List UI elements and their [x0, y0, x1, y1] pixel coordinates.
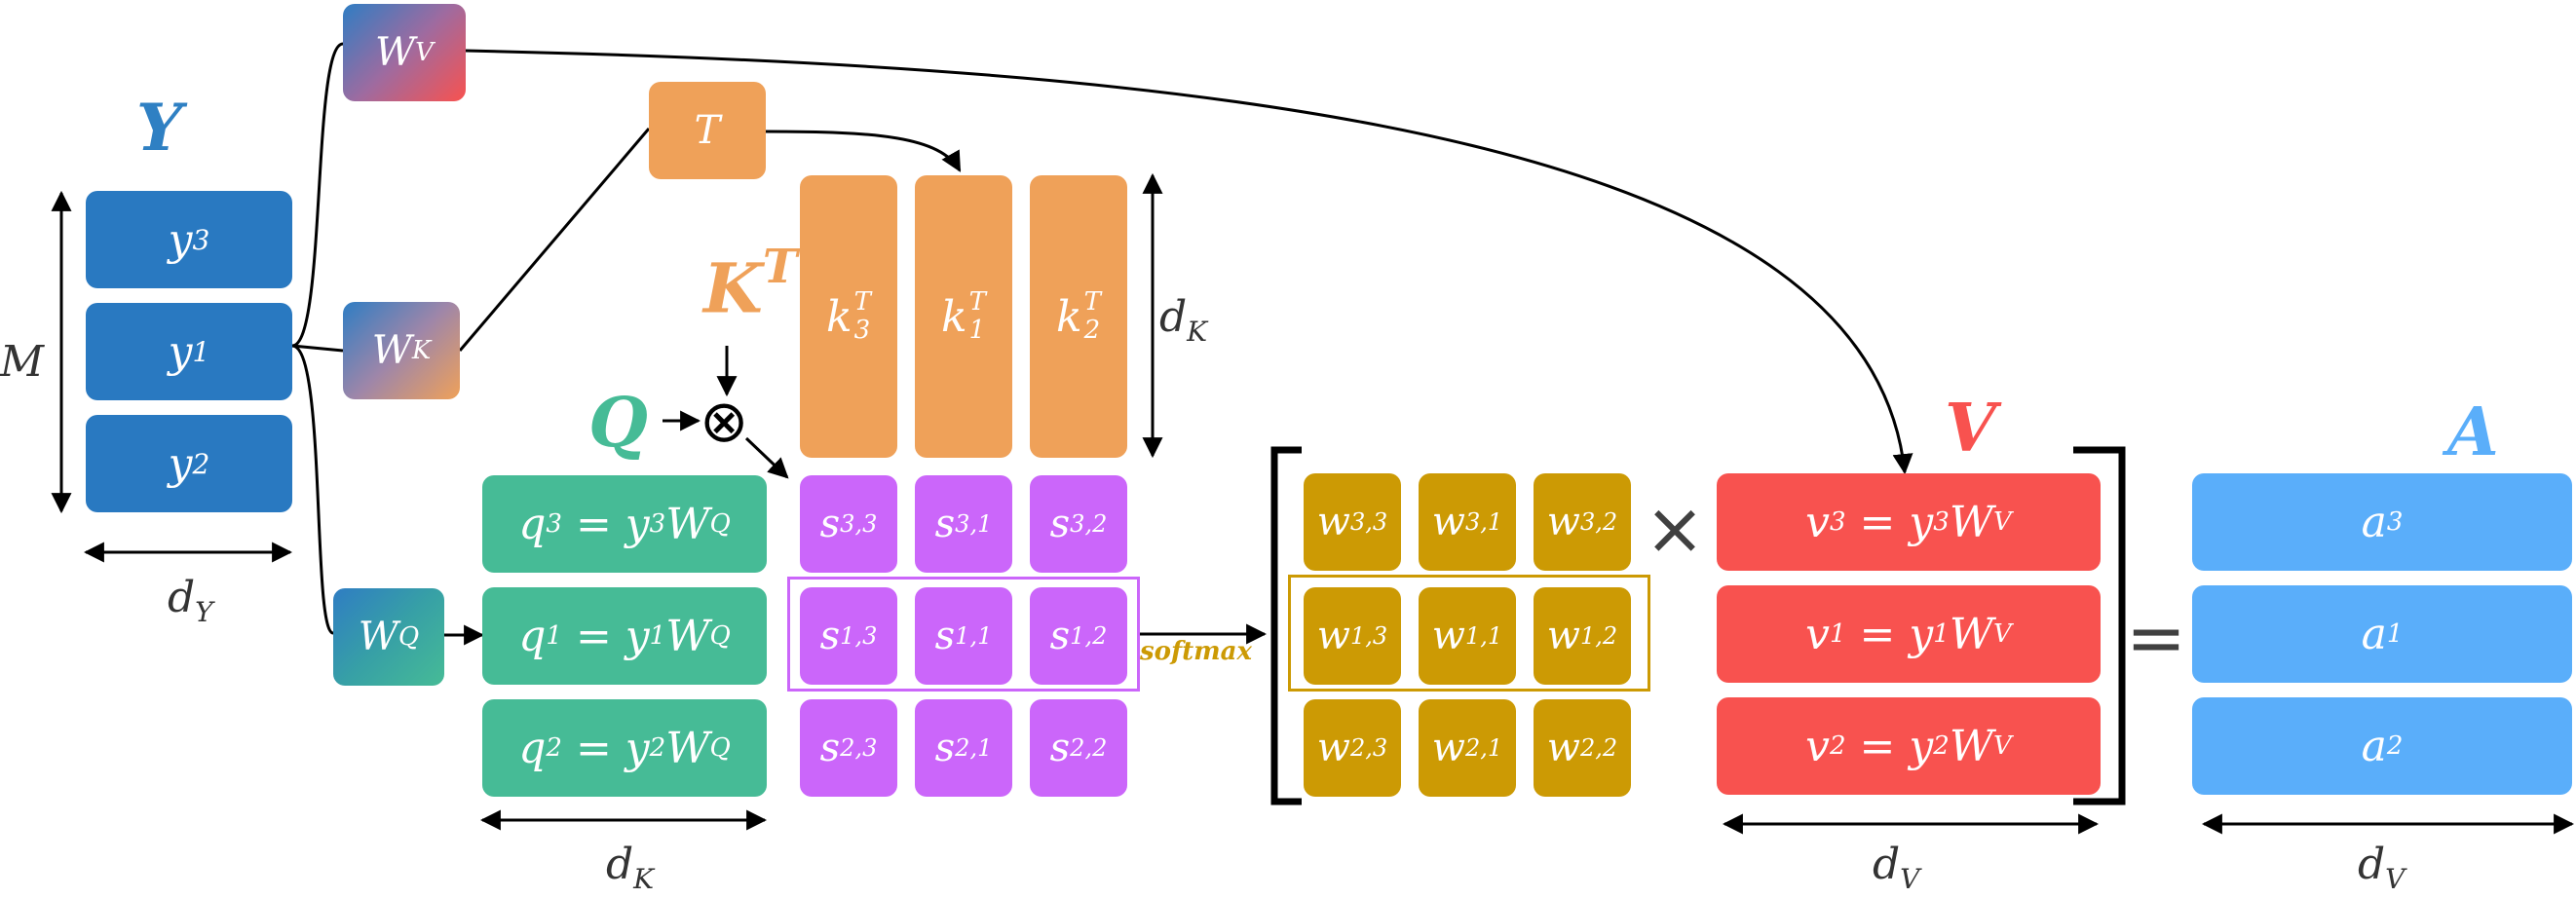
label-v: V — [1945, 390, 1996, 468]
line-wk-to-t — [458, 128, 651, 352]
label-a: A — [2447, 393, 2499, 471]
label-dv-v: dV — [1873, 840, 1920, 895]
bracket-right — [2073, 446, 2126, 805]
bracket-left — [1270, 446, 1302, 805]
equals-operator: = — [2126, 596, 2187, 680]
label-dk-side: dK — [1159, 292, 1208, 348]
label-q: Q — [588, 382, 648, 463]
w-row-highlight — [1288, 575, 1650, 692]
line-y-to-wk — [291, 344, 344, 353]
line-y-to-wv — [291, 42, 344, 348]
label-dk-bottom: dK — [606, 840, 655, 895]
s-row-highlight — [787, 577, 1140, 692]
label-kt: KT — [703, 240, 798, 329]
otimes-operator: ⊗ — [700, 388, 749, 456]
label-m: M — [0, 337, 45, 387]
times-operator: × — [1645, 487, 1706, 571]
transpose-t: T — [649, 82, 766, 179]
line-y-to-wq — [291, 344, 334, 635]
softmax-label: softmax — [1140, 637, 1253, 666]
label-dy: dY — [168, 573, 213, 628]
arrow-t-to-kt — [764, 130, 962, 172]
label-y: Y — [136, 90, 183, 166]
arrow-otimes-to-s — [744, 436, 789, 479]
label-dv-a: dV — [2358, 840, 2406, 895]
arrow-wv-to-v — [465, 49, 1913, 475]
